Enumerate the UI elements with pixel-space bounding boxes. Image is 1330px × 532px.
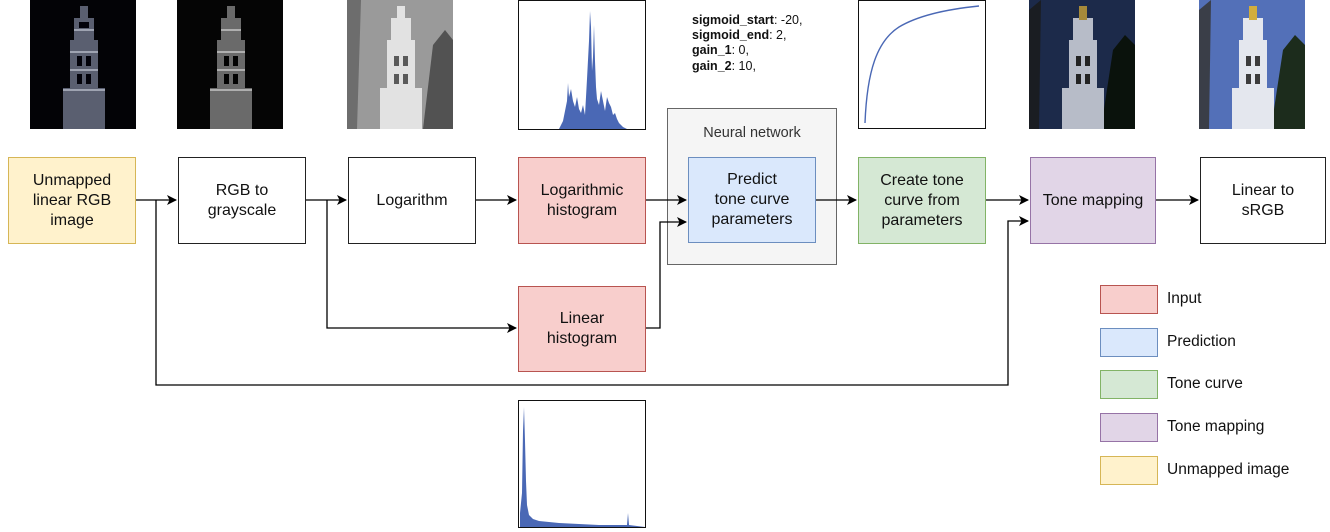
linear-histogram-box: Linear histogram bbox=[518, 286, 646, 372]
logarithm-image-thumbnail bbox=[347, 0, 453, 129]
tone-curve-line bbox=[864, 5, 980, 124]
legend-label-input: Input bbox=[1167, 290, 1202, 307]
parameter-sigmoid-end: sigmoid_end: 2, bbox=[692, 28, 787, 43]
logarithm-box: Logarithm bbox=[348, 157, 476, 244]
parameter-gain-2: gain_2: 10, bbox=[692, 58, 756, 73]
linear-to-srgb-box: Linear to sRGB bbox=[1200, 157, 1326, 244]
linear-histogram-plot bbox=[518, 400, 646, 528]
legend-label-tone-curve: Tone curve bbox=[1167, 375, 1243, 392]
parameter-gain-1: gain_1: 0, bbox=[692, 43, 749, 58]
unmapped-image-thumbnail bbox=[30, 0, 136, 129]
tone-mapping-box: Tone mapping bbox=[1030, 157, 1156, 244]
log-histogram-bars bbox=[559, 11, 627, 129]
srgb-image-thumbnail bbox=[1199, 0, 1305, 129]
legend-swatch-input bbox=[1100, 285, 1158, 314]
legend-swatch-prediction bbox=[1100, 328, 1158, 357]
legend-label-tone-mapping: Tone mapping bbox=[1167, 418, 1265, 435]
log-histogram-plot bbox=[518, 0, 646, 130]
parameter-sigmoid-start: sigmoid_start: -20, bbox=[692, 13, 803, 27]
legend-swatch-tone-mapping bbox=[1100, 413, 1158, 442]
legend-swatch-unmapped-image bbox=[1100, 456, 1158, 485]
arrow-linhist-to-predict bbox=[646, 217, 687, 329]
legend-swatch-tone-curve bbox=[1100, 370, 1158, 399]
predicted-parameters: sigmoid_start: -20, sigmoid_end: 2, gain… bbox=[692, 13, 802, 74]
rgb-to-grayscale-box: RGB to grayscale bbox=[178, 157, 306, 244]
tone-curve-plot bbox=[858, 0, 986, 129]
arrow-gray-to-linhist bbox=[326, 200, 517, 333]
logarithmic-histogram-box: Logarithmic histogram bbox=[518, 157, 646, 244]
arrow-unmapped-to-tonemap bbox=[155, 200, 1029, 386]
unmapped-image-box: Unmapped linear RGB image bbox=[8, 157, 136, 244]
legend-label-unmapped-image: Unmapped image bbox=[1167, 461, 1290, 478]
neural-network-label: Neural network bbox=[703, 125, 801, 141]
create-tone-curve-box: Create tone curve from parameters bbox=[858, 157, 986, 244]
legend-label-prediction: Prediction bbox=[1167, 333, 1236, 350]
grayscale-image-thumbnail bbox=[177, 0, 283, 129]
tone-mapped-image-thumbnail bbox=[1029, 0, 1135, 129]
predict-parameters-box: Predict tone curve parameters bbox=[688, 157, 816, 243]
